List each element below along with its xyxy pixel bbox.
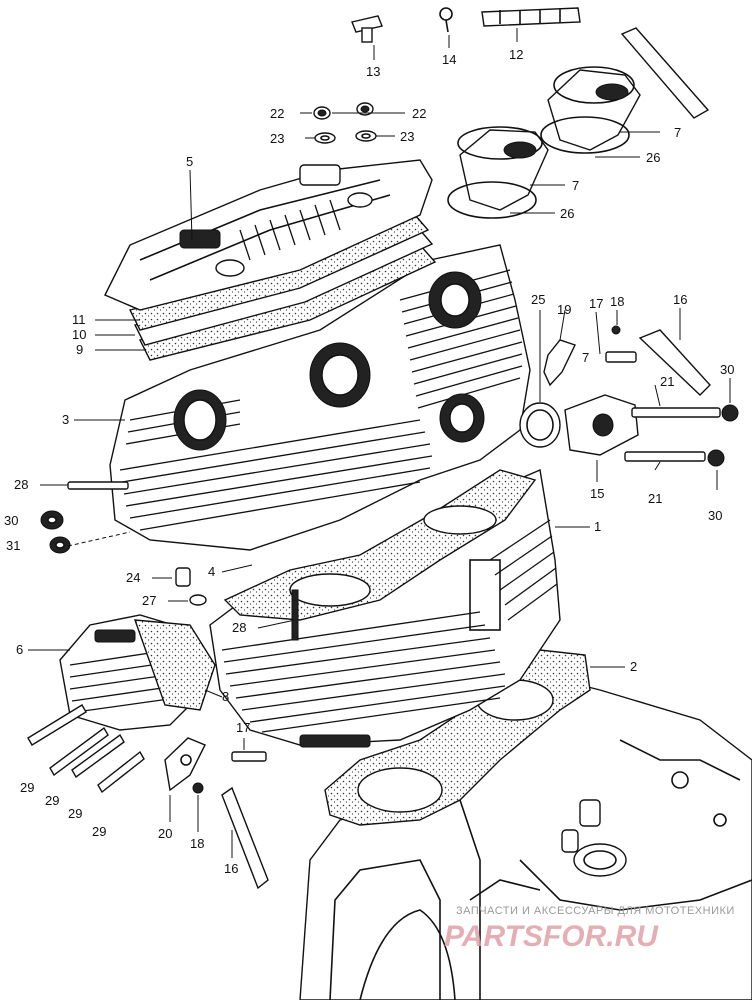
callout-24: 24 (126, 570, 140, 585)
watermark-tagline: ЗАПЧАСТИ И АКСЕССУАРЫ ДЛЯ МОТОТЕХНИКИ (456, 905, 735, 917)
callout-6: 6 (16, 642, 23, 657)
callout-16b: 16 (224, 861, 238, 876)
callout-29d: 29 (92, 824, 106, 839)
callout-2: 2 (630, 659, 637, 674)
callout-20: 20 (158, 826, 172, 841)
callout-8: 8 (222, 689, 229, 704)
callout-18b: 18 (190, 836, 204, 851)
oil-line-fittings-left (164, 737, 269, 890)
callout-29a: 29 (20, 780, 34, 795)
callout-19: 19 (557, 302, 571, 317)
callout-23b: 23 (400, 129, 414, 144)
callout-30a: 30 (720, 362, 734, 377)
callout-22b: 22 (412, 106, 426, 121)
callout-11: 11 (72, 312, 86, 327)
cylinder-head (109, 244, 531, 551)
dowel-and-oring (175, 567, 299, 641)
callout-18a: 18 (610, 294, 624, 309)
callout-14: 14 (442, 52, 456, 67)
callout-21a: 21 (660, 374, 674, 389)
intake-sleeves (447, 66, 641, 219)
callout-22a: 22 (270, 106, 284, 121)
callout-4: 4 (208, 564, 215, 579)
cylinder-head-gasket (223, 469, 537, 621)
callout-labels: 1 2 3 4 5 6 7 7 7 8 9 10 11 12 13 14 15 … (4, 47, 734, 876)
callout-7a: 7 (674, 125, 681, 140)
tappet-cover (59, 614, 216, 731)
callout-26b: 26 (560, 206, 574, 221)
oil-line-fittings-right (519, 325, 739, 467)
head-cover (104, 159, 433, 311)
callout-25: 25 (531, 292, 545, 307)
callout-17b: 17 (236, 720, 250, 735)
callout-27: 27 (142, 593, 156, 608)
callout-9: 9 (76, 342, 83, 357)
callout-31: 31 (6, 538, 20, 553)
callout-10: 10 (72, 327, 86, 342)
callout-7b: 7 (572, 178, 579, 193)
callout-7c: 7 (582, 350, 589, 365)
watermark: ЗАПЧАСТИ И АКСЕССУАРЫ ДЛЯ МОТОТЕХНИКИ PA… (444, 905, 735, 953)
callout-17a: 17 (589, 296, 603, 311)
left-hardware (40, 481, 131, 554)
cover-bolts (27, 704, 145, 794)
crankcase (299, 679, 752, 1000)
leader-lines (28, 28, 731, 858)
callout-5: 5 (186, 154, 193, 169)
callout-12: 12 (509, 47, 523, 62)
callout-21b: 21 (648, 491, 662, 506)
callout-26a: 26 (646, 150, 660, 165)
callout-1: 1 (594, 519, 601, 534)
callout-28b: 28 (232, 620, 246, 635)
callout-16a: 16 (673, 292, 687, 307)
callout-29b: 29 (45, 793, 59, 808)
screws-and-washers-top (313, 102, 377, 144)
top-fittings (351, 7, 710, 119)
watermark-brand: PARTSFOR.RU (444, 920, 659, 953)
callout-3: 3 (62, 412, 69, 427)
callout-28a: 28 (14, 477, 28, 492)
callout-15: 15 (590, 486, 604, 501)
callout-23a: 23 (270, 131, 284, 146)
callout-13: 13 (366, 64, 380, 79)
callout-30c: 30 (4, 513, 18, 528)
callout-30b: 30 (708, 508, 722, 523)
callout-29c: 29 (68, 806, 82, 821)
